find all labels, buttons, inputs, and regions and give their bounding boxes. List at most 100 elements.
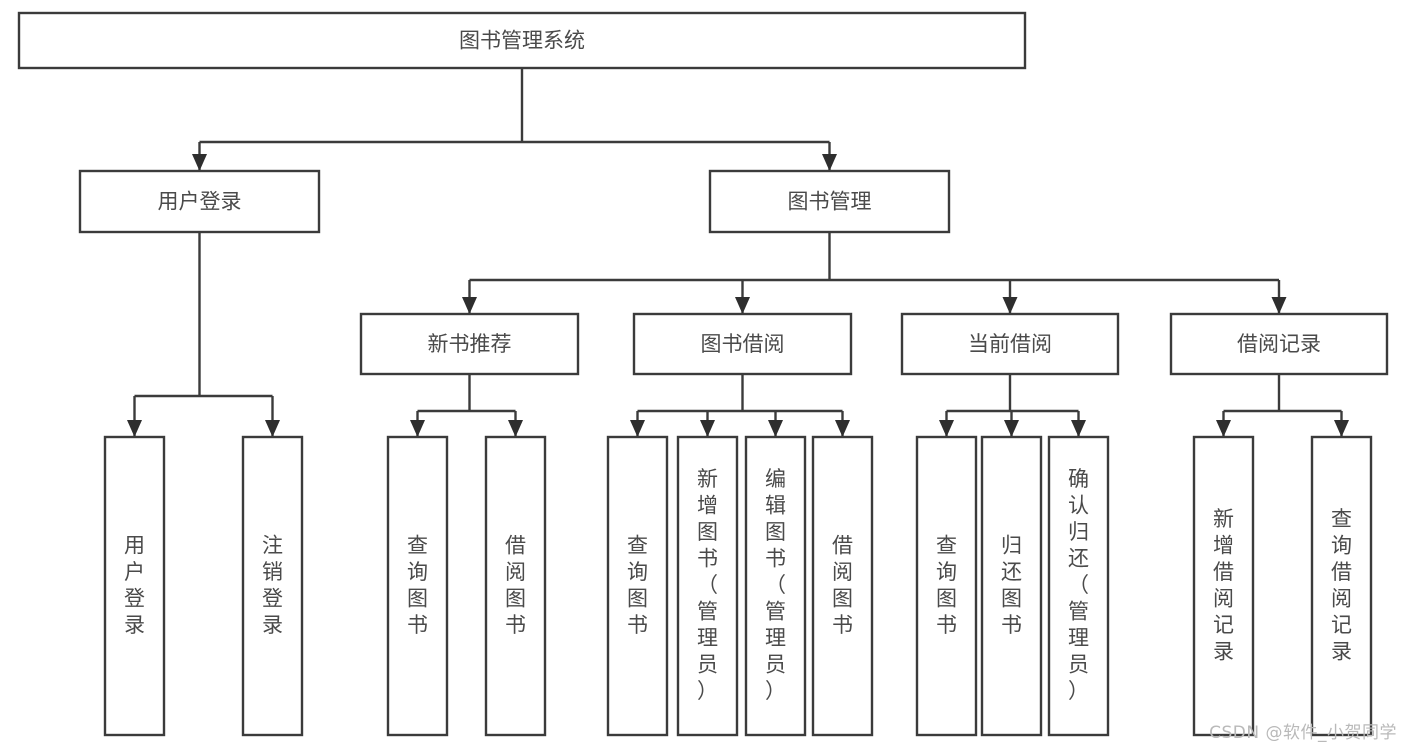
node-leaf-edit-book-label-char: 辑 [765, 494, 786, 518]
node-leaf-return-book-label-char: 图 [1001, 586, 1022, 610]
node-leaf-query-record-label-char: 询 [1331, 533, 1352, 557]
node-book-borrow-label: 图书借阅 [701, 332, 785, 356]
node-current-borrow-label: 当前借阅 [968, 332, 1052, 356]
node-leaf-add-record-label-char: 借 [1213, 560, 1234, 584]
node-leaf-confirm-return-box [1047, 435, 1110, 737]
arrow-head-icon [1216, 420, 1231, 437]
node-book-manage-label: 图书管理 [788, 190, 872, 214]
node-current-borrow-box [900, 312, 1120, 376]
node-leaf-query-record-label-char: 查 [1331, 507, 1352, 531]
node-leaf-user-login[interactable]: 用户登录 [103, 435, 166, 737]
node-leaf-query-book-2-label-char: 书 [627, 613, 648, 637]
arrow-head-icon [410, 420, 425, 437]
node-leaf-borrow-book-1-label-char: 图 [505, 586, 526, 610]
node-leaf-query-book-1-label-char: 图 [407, 586, 428, 610]
node-user-login[interactable]: 用户登录 [78, 169, 321, 234]
node-leaf-edit-book-label-char: 员 [765, 653, 786, 677]
node-leaf-confirm-return-label-char: ） [1068, 679, 1089, 703]
node-leaf-confirm-return-label-char: 归 [1068, 520, 1089, 544]
node-leaf-user-logout-label-char: 注 [262, 533, 283, 557]
node-leaf-query-record-label-char: 阅 [1331, 586, 1352, 610]
arrow-head-icon [1004, 420, 1019, 437]
node-book-borrow[interactable]: 图书借阅 [632, 312, 853, 376]
node-leaf-return-book-label-char: 书 [1001, 613, 1022, 637]
node-leaf-query-record-label-char: 借 [1331, 560, 1352, 584]
node-borrow-record[interactable]: 借阅记录 [1169, 312, 1389, 376]
arrow-head-icon [735, 297, 750, 314]
node-leaf-user-logout-label-char: 登 [262, 586, 283, 610]
node-borrow-record-label: 借阅记录 [1237, 332, 1321, 356]
arrow-head-icon [1002, 297, 1018, 314]
node-new-book-recommend[interactable]: 新书推荐 [359, 312, 580, 376]
node-leaf-user-logout-box [241, 435, 304, 737]
node-book-manage[interactable]: 图书管理 [708, 169, 951, 234]
node-leaf-borrow-book-2-label-char: 书 [832, 613, 853, 637]
node-leaf-confirm-return-label-char: 还 [1068, 547, 1089, 571]
edges-layer [127, 68, 1349, 437]
node-leaf-query-book-1-label-char: 查 [407, 533, 428, 557]
node-user-login-box [78, 169, 321, 234]
node-leaf-add-book-label-char: 书 [697, 547, 718, 571]
node-leaf-user-login-label-char: 户 [124, 560, 145, 584]
node-leaf-edit-book-label-char: 图 [765, 520, 786, 544]
node-leaf-query-book-1-box [386, 435, 449, 737]
node-root-label: 图书管理系统 [459, 29, 585, 53]
node-leaf-query-record-label-char: 记 [1331, 613, 1352, 637]
node-leaf-borrow-book-2-label-char: 图 [832, 586, 853, 610]
nodes-layer: 图书管理系统用户登录图书管理新书推荐图书借阅当前借阅借阅记录用户登录注销登录查询… [17, 11, 1389, 737]
node-leaf-query-book-1-label-char: 书 [407, 613, 428, 637]
node-root[interactable]: 图书管理系统 [17, 11, 1027, 70]
node-leaf-user-login-label-char: 录 [124, 613, 145, 637]
node-leaf-edit-book-label-char: 理 [765, 626, 786, 650]
node-leaf-add-book-label-char: （ [697, 573, 718, 597]
node-leaf-confirm-return-label-char: 管 [1068, 600, 1089, 624]
node-leaf-borrow-book-1-box [484, 435, 547, 737]
node-leaf-add-record-label-char: 新 [1213, 507, 1234, 531]
node-leaf-query-book-3-box [915, 435, 978, 737]
node-leaf-user-logout-label-char: 录 [262, 613, 283, 637]
node-new-book-recommend-box [359, 312, 580, 376]
arrow-head-icon [462, 297, 477, 314]
node-current-borrow[interactable]: 当前借阅 [900, 312, 1120, 376]
node-leaf-borrow-book-2-box [811, 435, 874, 737]
node-leaf-borrow-book-1-label-char: 借 [505, 533, 526, 557]
node-leaf-add-book-label-char: 管 [697, 600, 718, 624]
node-leaf-add-book-label-char: 员 [697, 653, 718, 677]
node-leaf-add-book-label-char: ） [697, 679, 718, 703]
node-leaf-user-login-label-char: 用 [124, 533, 145, 557]
node-leaf-add-record-label-char: 记 [1213, 613, 1234, 637]
arrow-head-icon [192, 154, 207, 171]
node-leaf-add-record-label-char: 阅 [1213, 586, 1234, 610]
node-leaf-query-book-2-box [606, 435, 669, 737]
node-leaf-query-book-2-label-char: 图 [627, 586, 648, 610]
node-leaf-edit-book-label-char: 编 [765, 467, 786, 491]
node-leaf-add-record-box [1192, 435, 1255, 737]
node-leaf-borrow-book-2-label-char: 借 [832, 533, 853, 557]
node-leaf-confirm-return-label-char: （ [1068, 573, 1089, 597]
node-leaf-edit-book-label-char: ） [765, 679, 786, 703]
node-leaf-user-login-label-char: 登 [124, 586, 145, 610]
arrow-head-icon [265, 420, 280, 437]
arrow-head-icon [768, 420, 783, 437]
node-leaf-add-book-box [676, 435, 739, 737]
node-leaf-edit-book-box [744, 435, 807, 737]
node-leaf-add-book-label-char: 理 [697, 626, 718, 650]
arrow-head-icon [127, 420, 142, 437]
node-book-manage-box [708, 169, 951, 234]
node-leaf-edit-book-label-char: （ [765, 573, 786, 597]
arrow-head-icon [700, 420, 715, 437]
